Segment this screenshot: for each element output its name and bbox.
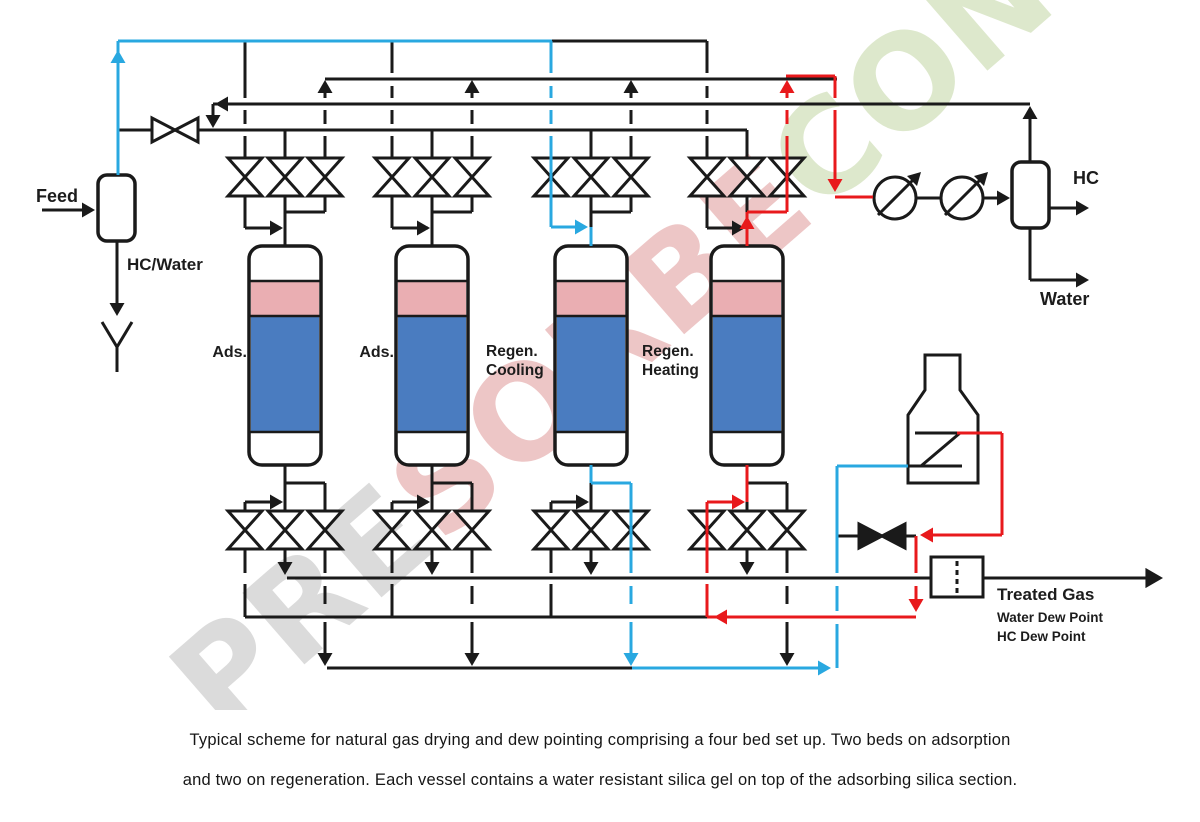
vessel-2	[394, 244, 470, 467]
process-flow-diagram: PRESORBECON	[42, 0, 1163, 710]
cool-gas-stream	[110, 39, 908, 676]
caption-line-2: and two on regeneration. Each vessel con…	[182, 771, 1018, 789]
regen-heater	[906, 353, 980, 485]
vessel-4-label: Regen. Heating	[642, 343, 699, 380]
hc-dew-point-label: HC Dew Point	[997, 629, 1086, 644]
treated-gas-label: Treated Gas	[997, 585, 1095, 604]
hc-outlet-label: HC	[1073, 168, 1099, 188]
water-dew-point-label: Water Dew Point	[997, 610, 1104, 625]
vessel-1-label: Ads.	[212, 344, 247, 361]
piping	[42, 39, 1163, 670]
feed-separator	[96, 173, 137, 243]
overhead-separator	[1010, 160, 1051, 230]
water-outlet-label: Water	[1040, 289, 1090, 309]
vessel-3-label: Regen. Cooling	[486, 343, 544, 380]
vessel-2-label: Ads.	[359, 344, 394, 361]
hc-water-label: HC/Water	[127, 255, 203, 274]
vessel-4	[709, 244, 785, 467]
hot-gas-stream	[705, 74, 1004, 625]
equipment	[96, 160, 1051, 599]
vessel-1	[247, 244, 323, 467]
feed-label: Feed	[36, 186, 79, 206]
vessel-3	[553, 244, 629, 467]
caption-line-1: Typical scheme for natural gas drying an…	[189, 731, 1011, 749]
